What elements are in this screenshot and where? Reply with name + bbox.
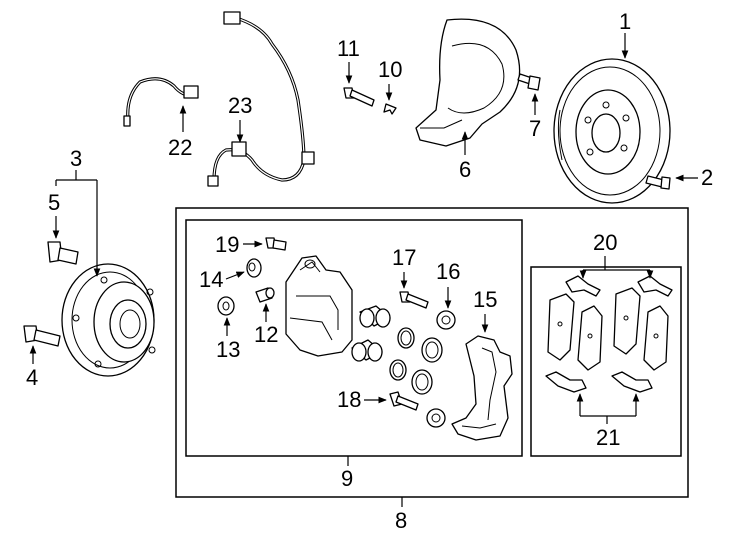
callout-8: 8 <box>395 508 407 533</box>
abs-sensor-harness-23 <box>207 11 315 187</box>
piston-seals <box>389 327 443 395</box>
brake-pad-3 <box>613 287 641 355</box>
callout-19: 19 <box>215 232 239 257</box>
callout-15: 15 <box>473 287 497 312</box>
caliper-components-box <box>185 219 523 457</box>
bleeder-cap <box>246 258 262 278</box>
callout-1: 1 <box>619 9 631 34</box>
callout-14: 14 <box>199 267 223 292</box>
retaining-clip <box>383 103 397 115</box>
callout-12: 12 <box>254 322 278 347</box>
callout-10: 10 <box>378 57 402 82</box>
hub-bolt-4 <box>23 325 61 347</box>
callout-17: 17 <box>392 245 416 270</box>
brake-pad-4 <box>643 305 669 371</box>
dust-shield-bolt <box>517 73 541 91</box>
guide-bushing <box>217 296 235 316</box>
callout-23: 23 <box>228 93 252 118</box>
caliper-assembly-outer-box <box>175 207 689 498</box>
callout-16: 16 <box>436 259 460 284</box>
callout-11: 11 <box>337 36 360 61</box>
caliper-piston-lower <box>351 339 383 362</box>
rotor-screw <box>645 175 671 190</box>
callout-2: 2 <box>701 165 713 190</box>
pad-shims <box>565 275 673 297</box>
guide-pin-cap-lower <box>426 408 446 428</box>
callout-13: 13 <box>216 337 240 362</box>
wheel-hub-assembly <box>61 263 156 377</box>
abs-sensor-harness-22 <box>123 77 199 127</box>
brake-pad-2 <box>577 305 603 371</box>
callout-9: 9 <box>341 466 353 491</box>
callout-22: 22 <box>168 135 192 160</box>
caliper-housing <box>285 255 353 357</box>
callout-20: 20 <box>593 230 617 255</box>
guide-pin-bolt-17 <box>399 291 429 309</box>
guide-pin-cap <box>436 310 456 330</box>
bleeder-screw <box>265 237 287 251</box>
brake-rotor <box>553 58 671 204</box>
brake-pad-kit-box <box>530 266 682 457</box>
callout-6: 6 <box>459 157 471 182</box>
callout-7: 7 <box>529 116 541 141</box>
caliper-piston-upper <box>359 305 391 328</box>
callout-3: 3 <box>70 146 82 171</box>
dust-shield <box>415 18 521 147</box>
callout-21: 21 <box>596 425 620 450</box>
brake-pad-1 <box>547 293 575 361</box>
caliper-bracket <box>451 335 513 441</box>
guide-pin-bolt-18 <box>389 391 419 411</box>
guide-pin-boot <box>255 287 275 303</box>
abutment-clips <box>545 371 653 393</box>
callout-4: 4 <box>26 365 38 390</box>
hub-bolt-5 <box>47 241 79 265</box>
callout-18: 18 <box>337 387 361 412</box>
callout-5: 5 <box>48 190 60 215</box>
knuckle-bolt <box>343 87 375 107</box>
